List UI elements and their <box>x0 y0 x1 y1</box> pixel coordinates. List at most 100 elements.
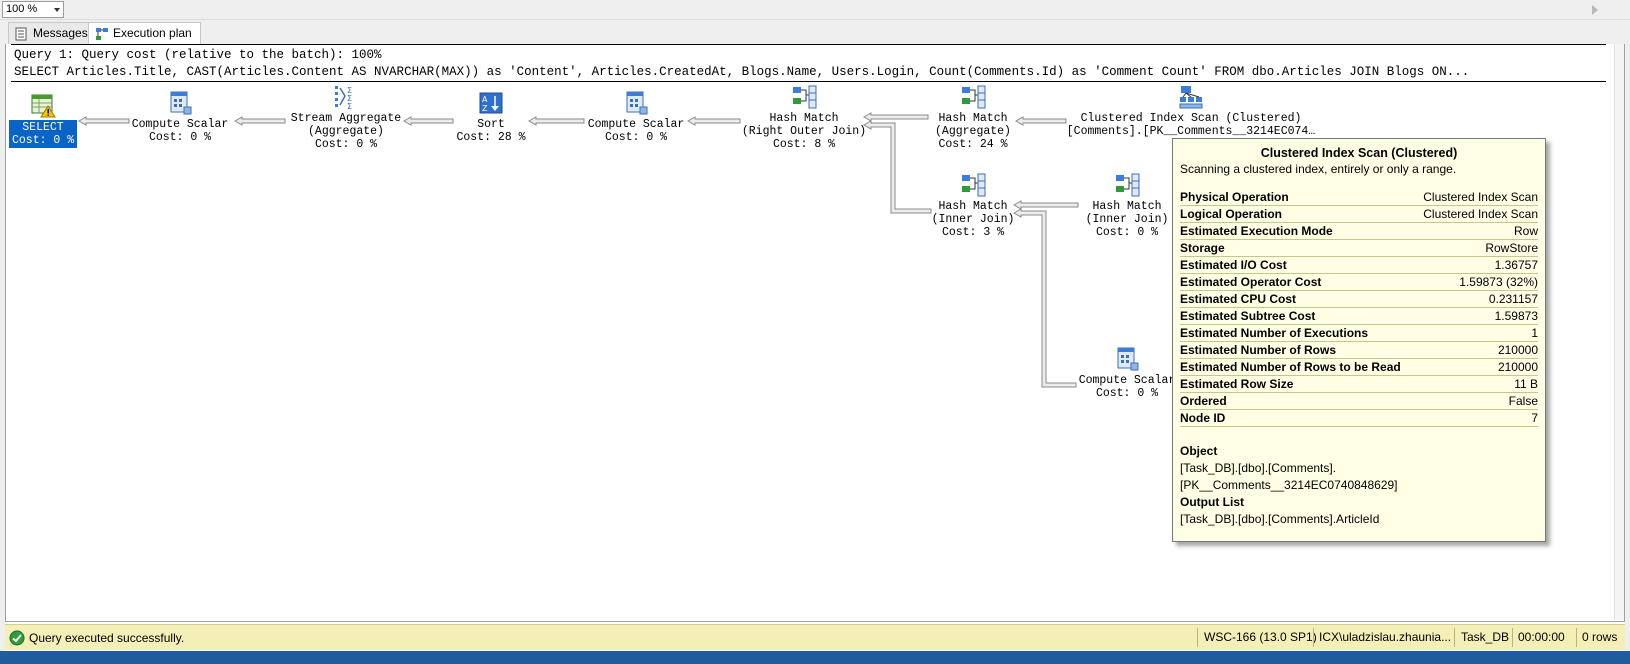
tooltip-property-row: Estimated I/O Cost 1.36757 <box>1180 257 1538 274</box>
arrow-compute2-to-sort <box>527 116 585 126</box>
tab-messages[interactable]: Messages <box>8 22 97 44</box>
plan-node-hash-match-aggregate[interactable]: Hash Match (Aggregate) Cost: 24 % <box>924 84 1022 151</box>
plan-node-compute-scalar-2[interactable]: Compute Scalar Cost: 0 % <box>581 90 691 144</box>
clustered-index-scan-object: [Comments].[PK__Comments__3214EC074… <box>1066 125 1316 138</box>
hash-match-icon <box>962 173 986 197</box>
tooltip-property-key: Storage <box>1180 241 1225 255</box>
tooltip-output-line-1: [Task_DB].[dbo].[Comments].ArticleId <box>1180 512 1380 526</box>
hash-match-icon <box>1116 173 1140 197</box>
tooltip-property-row: Estimated Number of Rows to be Read 21000… <box>1180 359 1538 376</box>
svg-text:Σ: Σ <box>347 102 352 110</box>
plan-vertical-scrollbar[interactable] <box>1614 44 1624 620</box>
select-warning-icon <box>31 94 56 118</box>
hash-match-aggregate-title: Hash Match <box>938 112 1008 125</box>
right-gutter <box>1625 44 1630 651</box>
compute-scalar-icon <box>626 91 648 115</box>
tab-execution-plan[interactable]: Execution plan <box>88 22 201 45</box>
status-separator <box>1313 628 1314 647</box>
execution-plan-icon <box>96 28 108 40</box>
arrow-sort-to-stream <box>402 116 454 126</box>
compute-scalar-1-cost: Cost: 0 % <box>148 131 212 144</box>
tooltip-property-value: 1.59873 (32%) <box>1459 275 1538 289</box>
arrow-hashinner-to-hashouter <box>862 120 932 214</box>
tooltip-object-title: Object <box>1180 444 1218 458</box>
chevron-down-icon <box>54 8 60 12</box>
hash-match-aggregate-cost: Cost: 24 % <box>938 138 1008 151</box>
status-separator <box>1454 628 1455 647</box>
tooltip-output-title: Output List <box>1180 495 1244 509</box>
hash-match-right-outer-title: Hash Match <box>769 112 839 125</box>
arrow-scan-to-hashagg <box>1014 116 1067 126</box>
hash-match-right-outer-cost: Cost: 8 % <box>772 138 836 151</box>
hash-match-icon <box>962 85 986 109</box>
tooltip-property-row: Estimated Row Size 11 B <box>1180 376 1538 393</box>
tooltip-property-key: Estimated Operator Cost <box>1180 275 1322 289</box>
zoom-toolbar: 100 % <box>0 0 1630 20</box>
results-tab-strip: Messages Execution plan <box>0 20 1630 45</box>
select-node-label: SELECT Cost: 0 % <box>9 120 77 148</box>
zoom-dropdown[interactable]: 100 % <box>2 1 64 18</box>
scroll-right-icon[interactable] <box>1592 5 1598 15</box>
tooltip-property-key: Estimated Number of Rows to be Read <box>1180 360 1401 374</box>
tab-execution-plan-label: Execution plan <box>113 26 192 40</box>
status-server: WSC-166 (13.0 SP1) <box>1204 630 1317 644</box>
plan-node-hash-match-inner-2[interactable]: Hash Match (Inner Join) Cost: 0 % <box>1078 172 1176 239</box>
plan-node-compute-scalar-3[interactable]: Compute Scalar Cost: 0 % <box>1074 346 1180 400</box>
status-separator <box>1576 628 1577 647</box>
stream-aggregate-subtitle: (Aggregate) <box>308 125 384 138</box>
hash-match-aggregate-subtitle: (Aggregate) <box>935 125 1011 138</box>
arrow-compute3-to-hashinner1 <box>1012 208 1077 388</box>
tooltip-description: Scanning a clustered index, entirely or … <box>1180 162 1457 176</box>
header-rule-bottom <box>11 81 1606 82</box>
tooltip-property-value: 1 <box>1531 326 1538 340</box>
tooltip-property-value: Clustered Index Scan <box>1423 207 1538 221</box>
plan-node-sort[interactable]: A Z Sort Cost: 28 % <box>451 90 531 144</box>
plan-node-hash-match-inner-1[interactable]: Hash Match (Inner Join) Cost: 3 % <box>924 172 1022 239</box>
svg-text:Z: Z <box>482 104 488 113</box>
clustered-index-scan-icon <box>1179 86 1203 109</box>
stream-aggregate-icon: Σ Σ Σ <box>335 86 352 110</box>
tooltip-property-value: False <box>1508 394 1538 408</box>
tooltip-property-key: Estimated Number of Rows <box>1180 343 1337 357</box>
tooltip-property-row: Logical Operation Clustered Index Scan <box>1180 206 1538 223</box>
compute-scalar-1-title: Compute Scalar <box>131 118 229 131</box>
tooltip-property-value: 11 B <box>1514 377 1538 391</box>
svg-text:A: A <box>482 95 488 104</box>
tooltip-property-key: Estimated I/O Cost <box>1180 258 1287 272</box>
status-rows: 0 rows <box>1582 630 1618 644</box>
hash-match-inner-2-subtitle: (Inner Join) <box>1085 213 1169 226</box>
tooltip-property-value: 7 <box>1531 411 1538 425</box>
sort-icon: A Z <box>479 92 503 114</box>
plan-node-compute-scalar-1[interactable]: Compute Scalar Cost: 0 % <box>124 90 236 144</box>
plan-node-stream-aggregate[interactable]: Σ Σ Σ Stream Aggregate (Aggregate) Cost:… <box>286 84 406 151</box>
clustered-index-scan-title: Clustered Index Scan (Clustered) <box>1080 112 1302 125</box>
tooltip-property-value: 210000 <box>1497 360 1538 374</box>
tooltip-property-value: Row <box>1513 224 1538 238</box>
tooltip-property-key: Estimated CPU Cost <box>1180 292 1297 306</box>
tooltip-property-value: 1.59873 <box>1494 309 1538 323</box>
tooltip-property-key: Estimated Row Size <box>1180 377 1294 391</box>
hash-match-inner-2-cost: Cost: 0 % <box>1095 226 1159 239</box>
plan-node-hash-match-right-outer[interactable]: Hash Match (Right Outer Join) Cost: 8 % <box>734 84 874 151</box>
compute-scalar-icon <box>1117 347 1139 371</box>
hash-match-inner-1-title: Hash Match <box>938 200 1008 213</box>
success-check-icon <box>9 630 25 646</box>
tooltip-property-key: Node ID <box>1180 411 1226 425</box>
tooltip-property-key: Estimated Number of Executions <box>1180 326 1369 340</box>
tooltip-property-value: RowStore <box>1485 241 1538 255</box>
left-gutter <box>0 44 5 651</box>
tooltip-property-value: 1.36757 <box>1494 258 1538 272</box>
header-rule-top <box>11 44 1606 45</box>
tooltip-property-key: Ordered <box>1180 394 1227 408</box>
select-node-title: SELECT <box>22 121 64 134</box>
hash-match-inner-1-cost: Cost: 3 % <box>941 226 1005 239</box>
plan-node-select[interactable]: SELECT Cost: 0 % <box>9 92 77 148</box>
tooltip-property-row: Estimated Operator Cost 1.59873 (32%) <box>1180 274 1538 291</box>
status-elapsed: 00:00:00 <box>1518 630 1565 644</box>
status-bar: Query executed successfully. WSC-166 (13… <box>5 624 1625 650</box>
tooltip-property-key: Logical Operation <box>1180 207 1283 221</box>
